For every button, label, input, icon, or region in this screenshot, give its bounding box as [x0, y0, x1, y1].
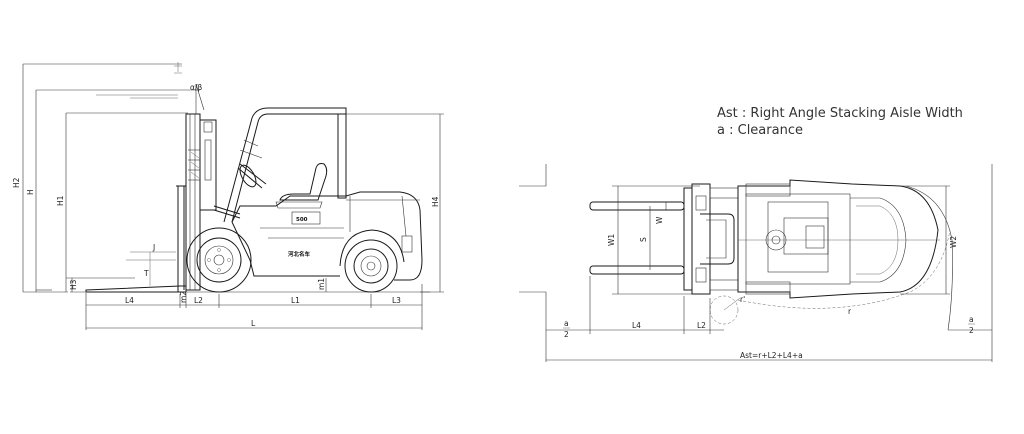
side-view: H2 H H1 H3 H4 J T [12, 62, 444, 330]
label-a-left: a [564, 319, 569, 328]
label-j: J [152, 243, 155, 252]
truck-body: 500 河北名车 [231, 191, 423, 281]
top-forks [589, 201, 685, 275]
label-ast: Ast=r+L2+L4+a [740, 351, 803, 360]
label-m2: m2 [179, 291, 188, 303]
vertical-dimensions: H2 H H1 [12, 62, 200, 293]
label-l4-top: L4 [632, 321, 641, 330]
top-carriage [683, 183, 739, 295]
h4-dimension: H4 [346, 113, 444, 293]
legend-clearance: a : Clearance [717, 123, 803, 138]
label-a-right: a [969, 315, 974, 324]
label-t: T [143, 269, 149, 278]
aisle-dimensions: a 2 L4 L2 a 2 Ast=r+L2+L4+a [546, 276, 992, 360]
label-h: H [26, 189, 35, 195]
label-a-left-den: 2 [564, 330, 569, 339]
label-h1: H1 [56, 195, 65, 206]
outer-arc [905, 185, 953, 331]
label-a-right-den: 2 [969, 326, 974, 335]
label-h4: H4 [431, 196, 440, 207]
overhead-guard [223, 107, 347, 223]
aisle-corner-bottom [519, 291, 547, 362]
top-chassis [737, 179, 940, 299]
label-l2: L2 [194, 296, 203, 305]
label-s: S [639, 237, 648, 242]
label-r-small: r' [740, 295, 745, 304]
h3-dimension: H3 [66, 277, 135, 292]
width-dimensions: W1 S W [607, 185, 700, 295]
mast: α/β [185, 83, 241, 291]
label-h3: H3 [69, 279, 78, 290]
label-w2: W2 [949, 236, 958, 248]
label-w: W [655, 216, 664, 224]
aisle-corner-top [519, 164, 547, 187]
label-r: r [848, 307, 852, 316]
label-l3: L3 [392, 296, 401, 305]
label-l1: L1 [291, 296, 300, 305]
rear-wheel [339, 229, 405, 293]
horizontal-dimensions: L4 m2 L2 L1 L3 L [85, 284, 423, 330]
label-tilt: α/β [190, 83, 202, 92]
label-l: L [251, 319, 256, 328]
fork: J T [85, 185, 187, 293]
label-l2-top: L2 [697, 321, 706, 330]
label-w1: W1 [607, 234, 616, 246]
legend-ast: Ast : Right Angle Stacking Aisle Width [717, 106, 963, 121]
turning-arc [737, 229, 951, 309]
top-view: W1 S W [519, 164, 993, 362]
label-l4: L4 [125, 296, 134, 305]
brand-badge: 500 [296, 217, 308, 223]
brand-badge-box [291, 211, 321, 225]
label-h2: H2 [12, 177, 21, 188]
inner-turn-circle [709, 295, 739, 325]
label-m1: m1 [317, 278, 326, 290]
m1-dimension: m1 [317, 278, 327, 292]
front-wheel [186, 227, 252, 293]
side-text: 河北名车 [288, 250, 311, 258]
